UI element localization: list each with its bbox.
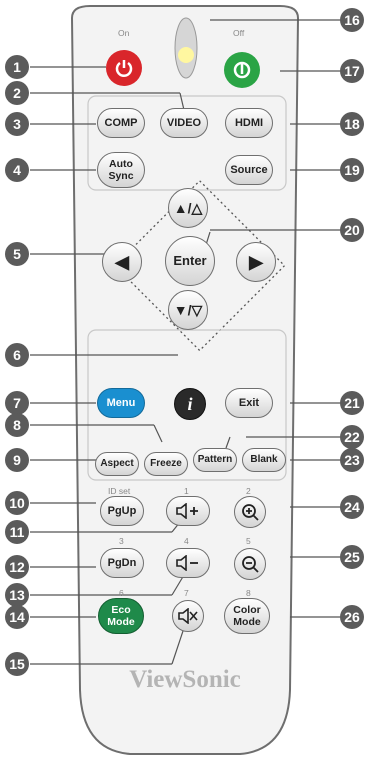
eco-label-1: Eco [111,604,131,616]
label-7: 7 [184,588,189,598]
freeze-button[interactable]: Freeze [144,452,188,476]
brand-logo: ViewSonic [129,666,241,693]
callout-5: 5 [5,242,29,266]
power-off-button[interactable] [224,52,260,88]
label-4: 4 [184,536,189,546]
right-button[interactable]: ▶ [236,242,276,282]
callout-24: 24 [340,495,364,519]
label-6: 6 [119,588,124,598]
callout-26: 26 [340,605,364,629]
callout-8: 8 [5,413,29,437]
dpad-diamond [113,179,286,352]
callout-14: 14 [5,605,29,629]
zoom-out-button[interactable] [234,548,266,580]
blank-button[interactable]: Blank [242,448,286,472]
color-label-1: Color [233,604,261,616]
pgdn-button[interactable]: PgDn [100,548,144,578]
volume-down-button[interactable] [166,548,210,578]
callout-15: 15 [5,652,29,676]
eco-label-2: Mode [107,616,135,628]
volume-up-button[interactable] [166,496,210,526]
callout-10: 10 [5,491,29,515]
callout-1: 1 [5,55,29,79]
callout-3: 3 [5,112,29,136]
aspect-button[interactable]: Aspect [95,452,139,476]
label-5: 5 [246,536,251,546]
power-off-icon [233,61,251,79]
callout-20: 20 [340,218,364,242]
callout-21: 21 [340,391,364,415]
pgup-button[interactable]: PgUp [100,496,144,526]
label-3: 3 [119,536,124,546]
mute-button[interactable] [172,600,204,632]
callout-17: 17 [340,59,364,83]
callout-2: 2 [5,81,29,105]
callout-11: 11 [5,520,29,544]
led-light [178,47,194,63]
power-icon [115,60,133,77]
source-button[interactable]: Source [225,155,273,185]
zoom-out-icon [242,556,259,573]
id-set-label: ID set [108,486,131,496]
callout-22: 22 [340,425,364,449]
volume-down-icon [176,555,198,571]
auto-sync-button[interactable]: Auto Sync [97,152,145,188]
on-label: On [118,28,130,38]
middle-buttons-frame [87,329,287,481]
callout-18: 18 [340,112,364,136]
left-button[interactable]: ◀ [102,242,142,282]
comp-button[interactable]: COMP [97,108,145,138]
menu-button[interactable]: Menu [97,388,145,418]
enter-button[interactable]: Enter [165,236,215,286]
eco-mode-button[interactable]: Eco Mode [98,598,144,634]
callout-16: 16 [340,8,364,32]
auto-sync-label-1: Auto [109,158,133,170]
zoom-in-icon [242,504,259,521]
power-on-button[interactable] [106,50,142,86]
pattern-button[interactable]: Pattern [193,448,237,472]
callout-9: 9 [5,448,29,472]
callout-12: 12 [5,555,29,579]
callout-13: 13 [5,583,29,607]
mute-icon [178,608,198,624]
callout-7: 7 [5,391,29,415]
color-mode-button[interactable]: Color Mode [224,598,270,634]
info-button[interactable]: i [174,388,206,420]
label-1: 1 [184,486,189,496]
callout-6: 6 [5,343,29,367]
up-keystone-button[interactable]: ▲/△ [168,188,208,228]
label-8: 8 [246,588,251,598]
label-2: 2 [246,486,251,496]
off-label: Off [233,28,245,38]
callout-19: 19 [340,158,364,182]
color-label-2: Mode [233,616,261,628]
volume-up-icon [176,503,198,519]
video-button[interactable]: VIDEO [160,108,208,138]
exit-button[interactable]: Exit [225,388,273,418]
callout-23: 23 [340,448,364,472]
hdmi-button[interactable]: HDMI [225,108,273,138]
auto-sync-label-2: Sync [108,170,134,182]
down-keystone-button[interactable]: ▼/▽ [168,290,208,330]
zoom-in-button[interactable] [234,496,266,528]
callout-25: 25 [340,545,364,569]
callout-4: 4 [5,158,29,182]
